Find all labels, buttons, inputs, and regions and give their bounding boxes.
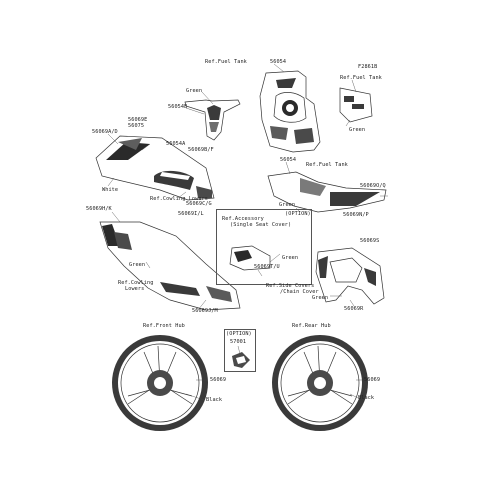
- label-white: White: [102, 187, 119, 193]
- tank-side-part: [267, 161, 388, 213]
- label-56069-rear: 56069: [364, 377, 381, 383]
- label-ref-fuel-tank-mid: Ref.Fuel Tank: [306, 162, 348, 168]
- label-option-small: (OPTION): [226, 331, 252, 337]
- label-green-side: Green: [312, 295, 329, 301]
- label-56069N-P: 56069N/P: [343, 212, 369, 218]
- figure-code: F2861B: [358, 64, 378, 70]
- label-56069-front: 56069: [210, 377, 227, 383]
- label-green-top: Green: [186, 88, 203, 94]
- label-ref-accessory: Ref.Accessory: [222, 216, 264, 222]
- label-56075: 56075: [128, 123, 145, 129]
- label-ref-front-hub: Ref.Front Hub: [143, 323, 185, 329]
- label-ref-cowling-lowers-1: Ref.Cowling Lowers: [150, 196, 209, 202]
- rear-side-cover-part: [315, 247, 385, 307]
- upper-cowl-part: [95, 133, 215, 201]
- label-green-seat: Green: [282, 255, 299, 261]
- label-black-rear: Black: [358, 395, 375, 401]
- label-56069I-L: 56069I/L: [178, 211, 204, 217]
- label-green-tank-right: Green: [349, 127, 366, 133]
- label-ref-rear-hub: Ref.Rear Hub: [292, 323, 331, 329]
- label-56069B-F: 56069B/F: [188, 147, 214, 153]
- label-56054-mid: 56054: [280, 157, 297, 163]
- label-ref-fuel-tank-right: Ref.Fuel Tank: [340, 75, 382, 81]
- label-56054A: 56054A: [166, 141, 186, 147]
- label-56069R: 56069R: [344, 306, 364, 312]
- label-green-mid: Green: [279, 202, 296, 208]
- label-56069C-G: 56069C/G: [186, 201, 212, 207]
- front-wheel-part: [112, 335, 208, 431]
- label-ref-cowling-2: Ref.Cowling: [118, 280, 154, 286]
- seat-cover-part: [229, 245, 281, 277]
- label-56069T-U: 56069T/U: [254, 264, 280, 270]
- label-black-front: Black: [206, 397, 223, 403]
- rear-wheel-part: [272, 335, 368, 431]
- label-option-seat: (OPTION): [285, 211, 311, 217]
- label-ref-side-covers: Ref.Side Covers: [266, 283, 315, 289]
- label-56069J-M: 56069J/M: [192, 308, 218, 314]
- label-single-seat-cover: (Single Seat Cover): [230, 222, 292, 228]
- label-57001: 57001: [230, 339, 247, 345]
- option-small-part: [232, 345, 250, 368]
- label-56069E: 56069E: [128, 117, 148, 123]
- option-small-box: [224, 329, 256, 372]
- tail-cowl-part: [184, 91, 241, 141]
- label-ref-fuel-tank-top: Ref.Fuel Tank: [205, 59, 247, 65]
- label-56069H-K: 56069H/K: [86, 206, 112, 212]
- label-56069S: 56069S: [360, 238, 380, 244]
- label-56069A-D: 56069A/D: [92, 129, 118, 135]
- fuel-tank-part: [259, 63, 373, 153]
- label-green-cowl: Green: [129, 262, 146, 268]
- option-seat-box: [216, 209, 312, 285]
- label-lowers-2: Lowers: [125, 286, 145, 292]
- label-56054: 56054: [270, 59, 287, 65]
- side-cowl-part: [99, 211, 241, 311]
- label-chain-cover: /Chain Cover: [280, 289, 319, 295]
- label-56054B: 56054B: [168, 104, 188, 110]
- label-56069O-Q: 56069O/Q: [360, 183, 386, 189]
